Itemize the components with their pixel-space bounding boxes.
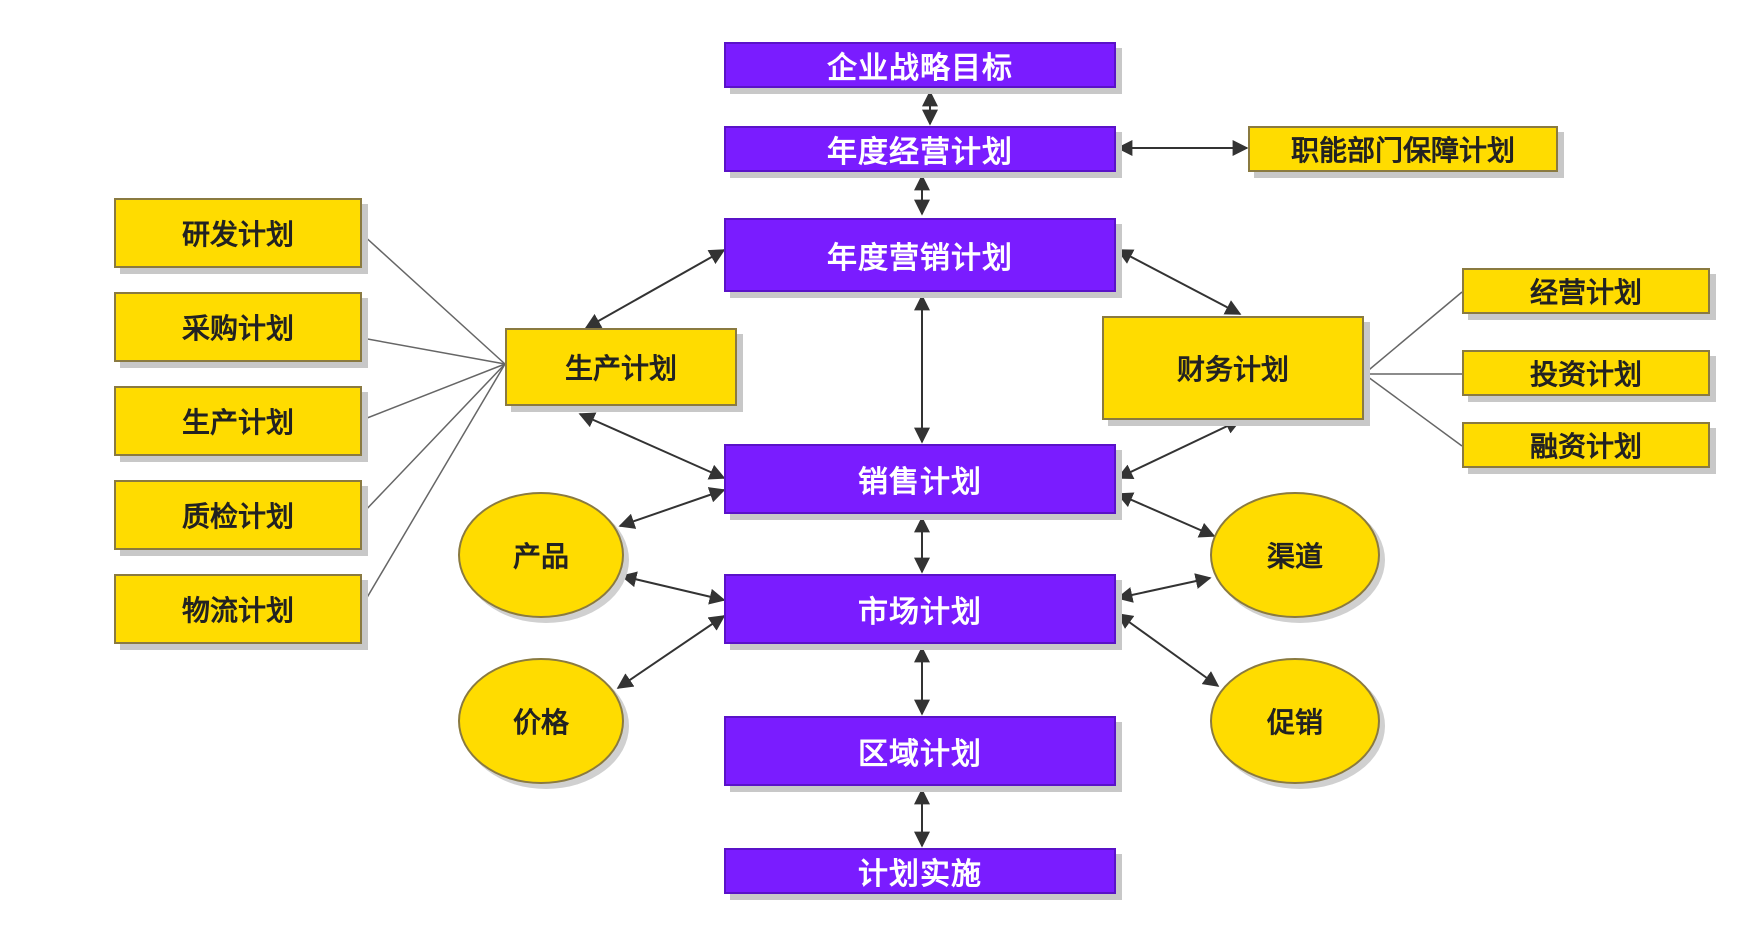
link-market-price [616, 615, 726, 689]
node-sales: 销售计划 [724, 444, 1116, 514]
link-sales-product [618, 487, 726, 529]
node-rd-plan: 研发计划 [114, 198, 362, 268]
fan-operating [1363, 291, 1463, 375]
fan-production [361, 363, 506, 421]
node-finance: 财务计划 [1102, 316, 1364, 420]
link-finance-sales [1116, 418, 1242, 480]
fan-financing [1363, 373, 1463, 447]
fan-rd [361, 233, 506, 365]
link-marketing-production [584, 249, 726, 329]
fan-procurement [361, 337, 506, 365]
link-sales-channel [1116, 492, 1216, 538]
link-market-promotion [1116, 613, 1220, 687]
node-product: 产品 [458, 492, 624, 618]
node-quality-plan: 质检计划 [114, 480, 362, 550]
node-logistics-plan: 物流计划 [114, 574, 362, 644]
node-investment-plan: 投资计划 [1462, 350, 1710, 396]
link-channel-market [1116, 573, 1212, 603]
node-goal: 企业战略目标 [724, 42, 1116, 88]
fan-quality [361, 363, 506, 515]
node-regional: 区域计划 [724, 716, 1116, 786]
node-operating-plan: 经营计划 [1462, 268, 1710, 314]
link-marketing-finance [1116, 249, 1242, 315]
node-annual-marketing: 年度营销计划 [724, 218, 1116, 292]
node-functional-support: 职能部门保障计划 [1248, 126, 1558, 172]
fan-logistics [361, 363, 506, 607]
node-production-plan-sub: 生产计划 [114, 386, 362, 456]
node-channel: 渠道 [1210, 492, 1380, 618]
node-procurement-plan: 采购计划 [114, 292, 362, 362]
node-financing-plan: 融资计划 [1462, 422, 1710, 468]
link-production-sales [578, 412, 726, 480]
node-annual-operating: 年度经营计划 [724, 126, 1116, 172]
link-product-market [620, 571, 726, 605]
node-promotion: 促销 [1210, 658, 1380, 784]
node-price: 价格 [458, 658, 624, 784]
node-production: 生产计划 [505, 328, 737, 406]
node-market: 市场计划 [724, 574, 1116, 644]
node-execution: 计划实施 [724, 848, 1116, 894]
